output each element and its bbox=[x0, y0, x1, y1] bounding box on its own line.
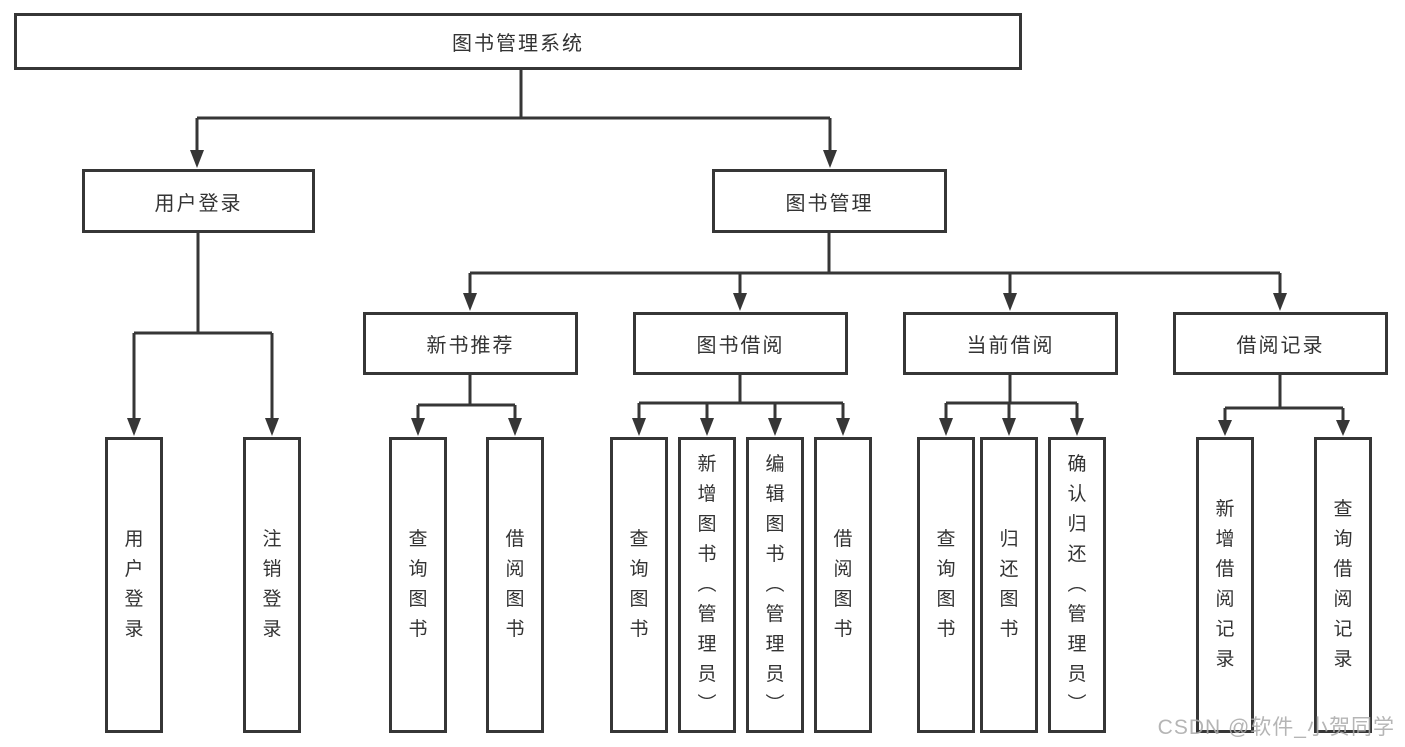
node-label: 查 询 图 书 bbox=[629, 529, 649, 640]
node-label: 图书管理 bbox=[785, 192, 874, 215]
node-label: 图书管理系统 bbox=[452, 33, 584, 55]
node-leaf-borrow-books: 借 阅 图 书 bbox=[814, 437, 872, 733]
node-label: 图书借阅 bbox=[696, 335, 785, 357]
node-label: 借 阅 图 书 bbox=[505, 529, 525, 640]
node-leaf-query-books-recommend: 查 询 图 书 bbox=[389, 437, 447, 733]
node-label: 归 还 图 书 bbox=[999, 529, 1019, 640]
node-leaf-user-login: 用 户 登 录 bbox=[105, 437, 163, 733]
node-label: 查 询 图 书 bbox=[408, 529, 428, 640]
node-label: 查 询 图 书 bbox=[936, 529, 956, 640]
node-leaf-confirm-return-admin: 确 认 归 还 ︵ 管 理 员 ︶ bbox=[1048, 437, 1106, 733]
node-label: 当前借阅 bbox=[966, 335, 1055, 357]
node-book-management: 图书管理 bbox=[712, 169, 947, 233]
node-leaf-logout: 注 销 登 录 bbox=[243, 437, 301, 733]
node-leaf-query-books-current: 查 询 图 书 bbox=[917, 437, 975, 733]
node-leaf-edit-book-admin: 编 辑 图 书 ︵ 管 理 员 ︶ bbox=[746, 437, 804, 733]
node-label: 确 认 归 还 ︵ 管 理 员 ︶ bbox=[1067, 454, 1087, 715]
node-label: 用户登录 bbox=[154, 192, 243, 215]
node-new-book-recommendation: 新书推荐 bbox=[363, 312, 578, 375]
node-leaf-query-books-borrow: 查 询 图 书 bbox=[610, 437, 668, 733]
csdn-watermark: CSDN @软件_小贺同学 bbox=[1157, 716, 1395, 739]
node-borrowing-records: 借阅记录 bbox=[1173, 312, 1388, 375]
node-label: 查 询 借 阅 记 录 bbox=[1333, 499, 1353, 670]
node-leaf-add-book-admin: 新 增 图 书 ︵ 管 理 员 ︶ bbox=[678, 437, 736, 733]
node-label: 借 阅 图 书 bbox=[833, 529, 853, 640]
node-library-management-system: 图书管理系统 bbox=[14, 13, 1022, 70]
node-label: 编 辑 图 书 ︵ 管 理 员 ︶ bbox=[765, 454, 785, 715]
node-label: 用 户 登 录 bbox=[124, 529, 144, 640]
node-leaf-borrow-books-recommend: 借 阅 图 书 bbox=[486, 437, 544, 733]
node-label: 新 增 图 书 ︵ 管 理 员 ︶ bbox=[697, 454, 717, 715]
node-label: 新 增 借 阅 记 录 bbox=[1215, 499, 1235, 670]
node-current-borrowing: 当前借阅 bbox=[903, 312, 1118, 375]
node-label: 借阅记录 bbox=[1236, 335, 1325, 357]
node-label: 新书推荐 bbox=[426, 335, 515, 357]
node-user-login: 用户登录 bbox=[82, 169, 315, 233]
node-leaf-query-borrow-record: 查 询 借 阅 记 录 bbox=[1314, 437, 1372, 733]
node-label: 注 销 登 录 bbox=[262, 529, 282, 640]
node-leaf-add-borrow-record: 新 增 借 阅 记 录 bbox=[1196, 437, 1254, 733]
node-leaf-return-book: 归 还 图 书 bbox=[980, 437, 1038, 733]
node-book-borrowing: 图书借阅 bbox=[633, 312, 848, 375]
